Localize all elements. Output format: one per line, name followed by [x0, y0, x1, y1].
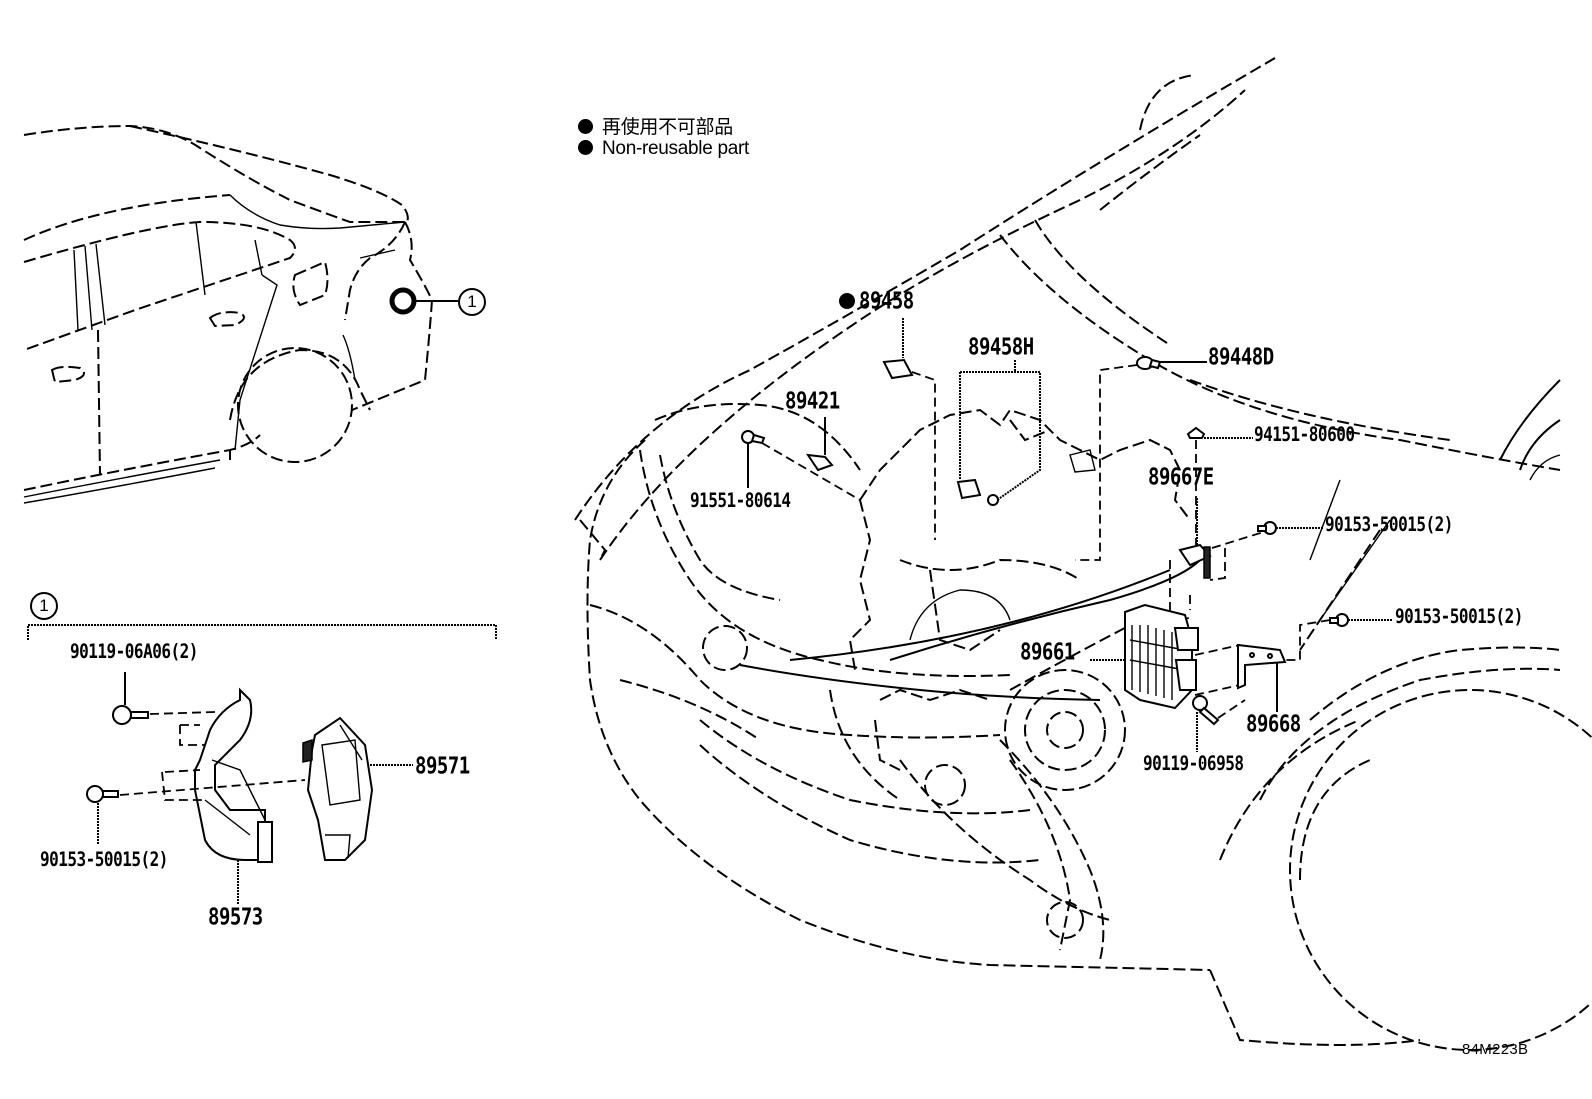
nut-94151-80600-icon [1186, 426, 1206, 439]
part-label-89571[interactable]: 89571 [415, 753, 470, 780]
part-label-94151-80600[interactable]: 94151-80600 [1254, 423, 1355, 446]
location-marker-icon [389, 287, 417, 315]
part-label-89448D[interactable]: 89448D [1208, 344, 1274, 371]
front-car-illustration [574, 57, 1592, 1051]
part-label-89421[interactable]: 89421 [785, 388, 840, 415]
legend-text-jp: 再使用不可部品 [602, 117, 733, 138]
non-reusable-dot-icon [578, 119, 593, 134]
part-label-89661[interactable]: 89661 [1020, 639, 1075, 666]
part-label-90119-06958[interactable]: 90119-06958 [1143, 752, 1244, 775]
part-label-89668[interactable]: 89668 [1246, 711, 1301, 738]
legend-item-en: Non-reusable part [578, 138, 749, 160]
non-reusable-dot-icon [578, 140, 593, 155]
part-label-89458H[interactable]: 89458H [968, 334, 1034, 361]
part-label-89458[interactable]: 89458 [859, 288, 914, 315]
sensor-89458-part [882, 358, 914, 380]
sensor-89571-part [302, 716, 374, 861]
ecu-89661-part [1124, 603, 1199, 710]
bolt-90119-06A06-icon [112, 705, 149, 725]
part-label-90153-50015-a[interactable]: 90153-50015(2) [1325, 513, 1453, 536]
non-reusable-dot-icon [839, 293, 855, 309]
sensor-89458H-part [956, 478, 999, 506]
part-label-90119-06A06[interactable]: 90119-06A06(2) [70, 640, 198, 663]
bolt-90153-50015-icon [86, 785, 119, 803]
sensor-89421-part [805, 453, 834, 472]
bolt-90153-50015-b-icon [1329, 613, 1349, 627]
bracket-89668-part [1237, 643, 1287, 690]
part-label-89573[interactable]: 89573 [208, 904, 263, 931]
bolt-90153-50015-a-icon [1257, 521, 1277, 535]
rear-car-illustration [23, 124, 458, 504]
bolt-91551-80614-icon [741, 430, 766, 445]
legend-item-jp: 再使用不可部品 [578, 112, 733, 139]
legend-text-en: Non-reusable part [602, 138, 749, 159]
part-label-89667E[interactable]: 89667E [1148, 464, 1214, 491]
reference-marker-1-callout[interactable]: 1 [458, 288, 486, 316]
part-label-91551-80614[interactable]: 91551-80614 [690, 489, 791, 512]
part-label-90153-50015-c[interactable]: 90153-50015(2) [40, 848, 168, 871]
sensor-89667E-part [1178, 543, 1212, 579]
clip-89448D-icon [1136, 356, 1162, 370]
detail-group-1 [27, 624, 497, 905]
bolt-90119-06958-icon [1192, 695, 1220, 726]
illustration-code: 84M223B [1462, 1041, 1529, 1058]
bracket-89573-part [194, 687, 273, 863]
reference-marker-1-header: 1 [30, 592, 58, 620]
part-label-90153-50015-b[interactable]: 90153-50015(2) [1395, 605, 1523, 628]
